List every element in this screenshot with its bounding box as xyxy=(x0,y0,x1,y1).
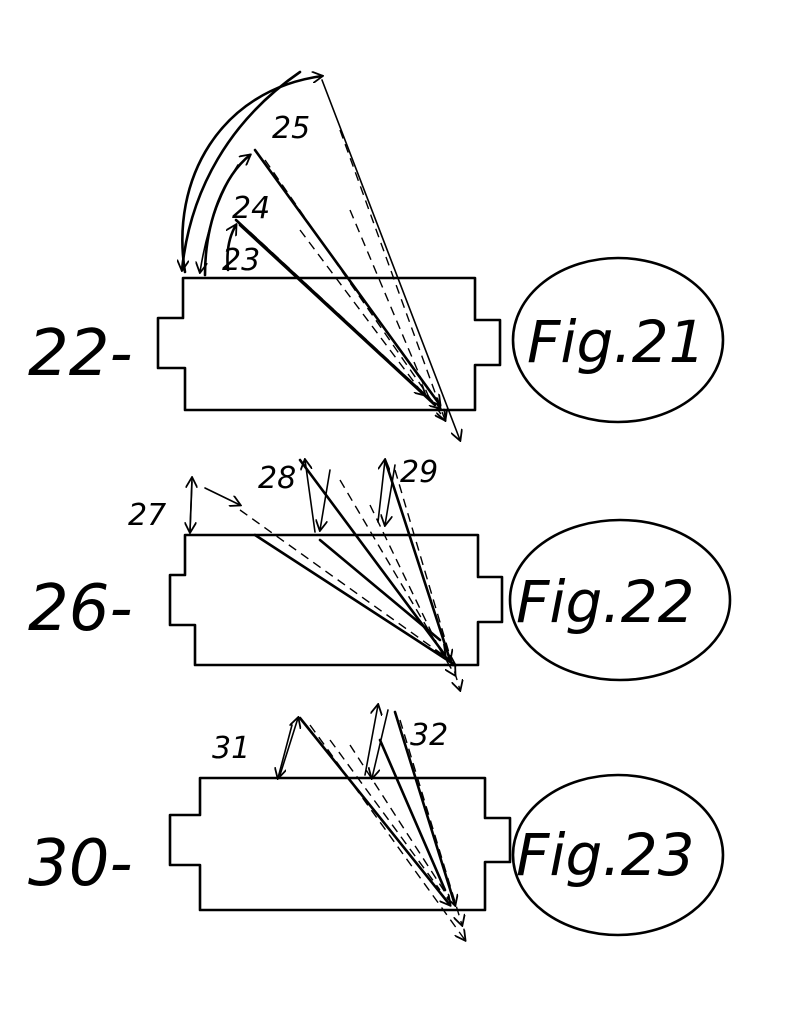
part-label: 22- xyxy=(28,317,133,391)
figure-label: Fig.22 xyxy=(516,568,695,636)
ray-label: 23 xyxy=(222,243,260,278)
figure-23: Fig.23 30- 31 32 xyxy=(28,705,725,940)
part-label: 30- xyxy=(28,827,133,901)
part-label: 26- xyxy=(28,572,133,646)
figure-label: Fig.21 xyxy=(527,308,706,376)
ray-label: 28 xyxy=(258,461,296,496)
ray-label: 29 xyxy=(400,455,438,490)
ray-label: 25 xyxy=(272,111,310,146)
figure-22: Fig.22 26- 27 28 29 xyxy=(28,455,732,690)
figure-label-bubble xyxy=(508,518,732,682)
ray-label: 24 xyxy=(232,191,270,226)
ray-label: 32 xyxy=(410,718,448,753)
figure-label: Fig.23 xyxy=(516,821,695,889)
figure-label-bubble xyxy=(511,773,725,937)
figure-label-bubble xyxy=(511,256,725,424)
component-30-outline xyxy=(168,776,512,912)
component-22-outline xyxy=(156,276,502,412)
component-26-outline xyxy=(168,533,504,667)
ray-label: 27 xyxy=(128,498,166,533)
figure-21: Fig.21 22- 25 24 23 xyxy=(28,72,725,440)
ray-label: 31 xyxy=(212,731,250,766)
